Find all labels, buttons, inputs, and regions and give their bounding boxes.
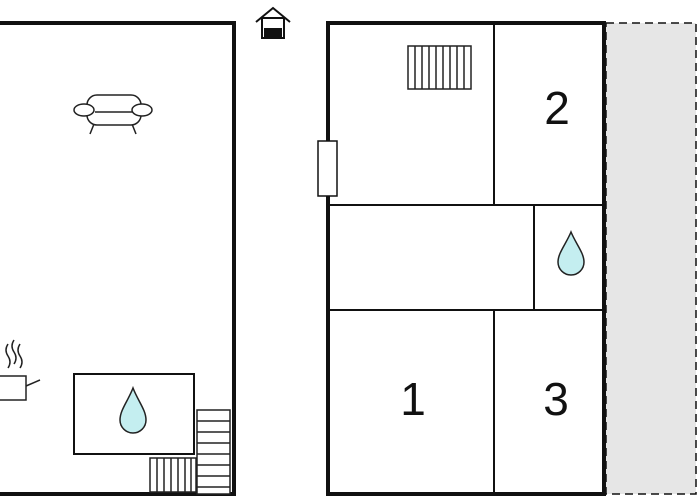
stairs-icon bbox=[196, 409, 231, 495]
right-floor: 2 1 3 bbox=[317, 21, 697, 496]
steaming-pot-icon bbox=[0, 339, 41, 401]
room-number-3: 3 bbox=[543, 373, 569, 425]
house-entrance-icon bbox=[255, 6, 291, 39]
interior-walls bbox=[328, 23, 604, 494]
water-drop-icon bbox=[557, 230, 585, 276]
room-number-1: 1 bbox=[400, 373, 426, 425]
sofa-icon bbox=[73, 94, 153, 135]
terrace bbox=[605, 22, 697, 495]
water-drop-icon bbox=[119, 385, 147, 434]
radiator-icon bbox=[407, 45, 472, 90]
radiator-icon bbox=[149, 457, 197, 493]
room-number-2: 2 bbox=[544, 82, 570, 134]
wall-window bbox=[317, 140, 338, 197]
left-floor bbox=[0, 21, 236, 496]
